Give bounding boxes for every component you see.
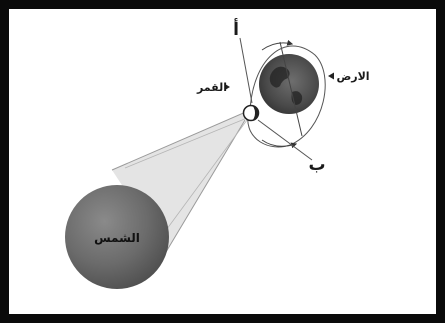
point-b-label: ب [308, 155, 325, 175]
line-to-point-a [240, 38, 252, 103]
moon-label: القمر [196, 81, 227, 94]
earth-label-arrow [328, 73, 334, 80]
earth-label: الارض [336, 70, 369, 83]
earth-sphere [259, 54, 319, 114]
point-a-label: أ [233, 18, 239, 40]
line-to-point-b [258, 120, 312, 160]
sun-label: الشمس [94, 231, 140, 245]
